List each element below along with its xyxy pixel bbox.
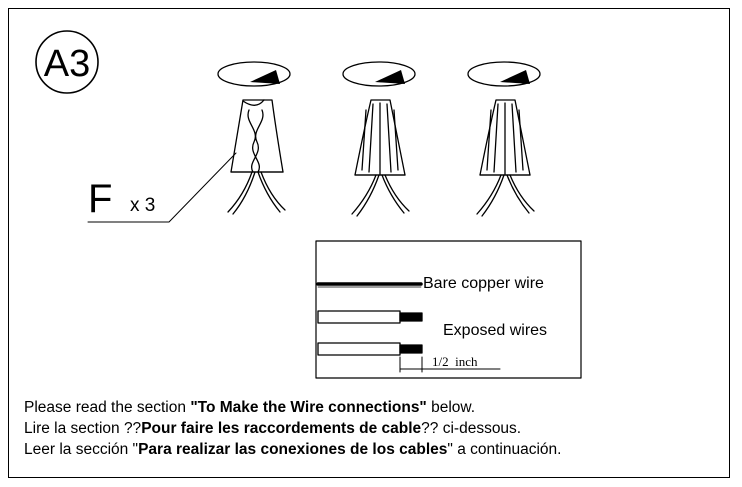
instruction-line-spanish: Leer la sección "Para realizar las conex…	[24, 441, 562, 458]
wire-connector-capped	[476, 99, 535, 217]
wire-connector-capped	[351, 99, 410, 217]
part-letter: F	[88, 177, 112, 221]
exposed-wires-label: Exposed wires	[443, 322, 547, 339]
part-callout-leader	[87, 152, 237, 223]
rotate-arrow-icon	[467, 61, 541, 87]
bare-copper-wire-label: Bare copper wire	[423, 275, 544, 292]
rotate-arrow-icon	[217, 61, 291, 87]
instruction-text-block: Please read the section "To Make the Wir…	[24, 397, 561, 460]
wire-strip-inset	[315, 240, 582, 379]
strip-length-dimension	[399, 356, 501, 373]
exposed-wire	[317, 310, 423, 324]
strip-length-label: 1/2 inch	[432, 354, 478, 369]
part-quantity: x 3	[130, 195, 155, 216]
instruction-panel	[8, 8, 730, 478]
instruction-line-french: Lire la section ??Pour faire les raccord…	[24, 420, 522, 437]
exposed-wire	[317, 342, 423, 356]
step-badge-circle	[35, 30, 99, 94]
step-badge-label: A3	[44, 43, 90, 85]
instruction-line-english: Please read the section "To Make the Wir…	[24, 399, 476, 416]
rotate-arrow-icon	[342, 61, 416, 87]
bare-copper-wire	[316, 282, 423, 288]
wire-connector-twisted	[227, 99, 286, 215]
